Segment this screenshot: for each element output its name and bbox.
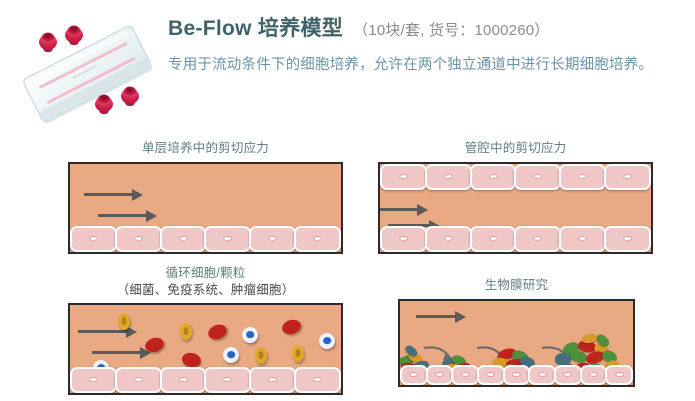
panel-biofilm-study: 生物膜研究 [398,277,635,387]
vessel-monolayer [68,161,343,254]
endothelial-cell [249,366,297,393]
endothelial-cell [70,225,117,252]
immune-cell [319,332,335,349]
panel-label-lumen: 管腔中的剪切应力 [464,141,567,155]
endothelial-cell [579,364,608,385]
cell-monolayer-top [380,163,651,190]
product-photo [12,8,162,138]
cell-monolayer-bottom [380,225,651,252]
endothelial-cell [380,225,427,252]
endothelial-cell [514,225,562,252]
endothelial-cell [554,364,582,385]
vessel-biofilm [398,298,635,387]
panel-label-line1: 循环细胞/颗粒 [165,266,246,280]
endothelial-cell [469,163,517,190]
endothelial-cell [159,366,207,393]
endothelial-cell [70,366,117,393]
cell-monolayer-bottom [70,366,341,393]
cell-monolayer-bottom [400,364,633,385]
endothelial-cell [605,364,633,385]
endothelial-cell [559,163,607,190]
endothelial-cell [604,225,651,252]
endothelial-cell [451,364,480,385]
immune-cell [223,346,239,363]
endothelial-cell [604,163,651,190]
panel-label-monolayer: 单层培养中的剪切应力 [141,141,269,155]
panel-circulating-cells: 循环细胞/颗粒 （细菌、免疫系统、肿瘤细胞） [68,265,343,395]
vessel-circulating [68,302,343,395]
cell-monolayer-bottom [70,225,341,252]
header-text-block: Be-Flow 培养模型 （10块/套, 货号：1000260） 专用于流动条件… [168,12,688,77]
endothelial-cell [159,225,207,252]
endothelial-cell [502,364,531,385]
endothelial-cell [114,225,162,252]
endothelial-cell [114,366,162,393]
panel-label-line2: （细菌、免疫系统、肿瘤细胞） [116,282,295,297]
endothelial-cell [559,225,607,252]
vessel-lumen [378,161,653,254]
tumor-cell [180,322,192,340]
endothelial-cell [514,163,562,190]
panel-monolayer-shear: 单层培养中的剪切应力 [68,140,343,254]
tumor-cell [118,312,130,330]
endothelial-cell [294,225,341,252]
endothelial-cell [469,225,517,252]
endothelial-cell [380,163,427,190]
red-blood-cell [206,321,229,342]
endothelial-cell [477,364,505,385]
tumor-cell [255,346,267,364]
immune-cell [242,326,258,343]
page-title-parenthetical: （10块/套, 货号：1000260） [353,22,550,39]
endothelial-cell [204,366,252,393]
product-description: 专用于流动条件下的细胞培养，允许在两个独立通道中进行长期细胞培养。 [168,57,654,73]
panel-label-circulating: 循环细胞/颗粒 （细菌、免疫系统、肿瘤细胞） [68,265,343,299]
endothelial-cell [249,225,297,252]
red-blood-cell [280,317,303,337]
endothelial-cell [400,364,428,385]
tumor-cell [292,344,304,362]
endothelial-cell [424,225,472,252]
endothelial-cell [528,364,557,385]
panel-label-biofilm: 生物膜研究 [484,278,549,292]
endothelial-cell [294,366,341,393]
panel-lumen-shear: 管腔中的剪切应力 [378,140,653,254]
page-title: Be-Flow 培养模型 [168,17,344,40]
endothelial-cell [425,364,454,385]
endothelial-cell [204,225,252,252]
endothelial-cell [424,163,472,190]
